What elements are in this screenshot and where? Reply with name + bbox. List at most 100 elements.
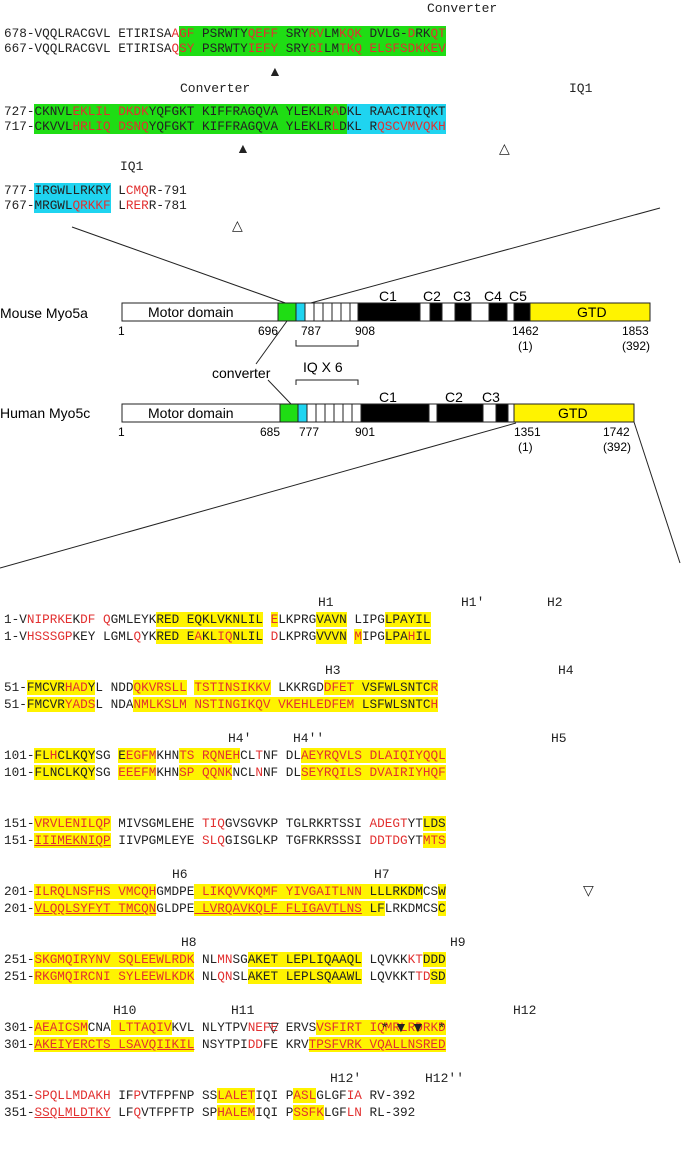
residue-segment: Y — [87, 680, 96, 695]
residue-segment: GLGF — [316, 1088, 347, 1103]
residue-segment: DD — [247, 1037, 263, 1052]
residue-segment: GML — [110, 629, 134, 644]
residue-segment: DLAIQIYQQL — [361, 748, 446, 763]
helix-label: H4′ — [228, 731, 252, 746]
residue-segment: TSTINSIKKV — [194, 680, 271, 695]
residue-segment: GI — [308, 41, 324, 56]
helix-label: H11 — [231, 1003, 255, 1018]
residue-segment — [347, 629, 355, 644]
residue-segment: AEAICSM — [34, 1020, 88, 1035]
helix-label: H9 — [450, 935, 466, 950]
residue-segment: LLL — [361, 884, 393, 899]
residue-segment: QT — [430, 26, 446, 41]
helix-label: H12′′ — [425, 1071, 465, 1086]
residue-segment: HRLIQ — [72, 119, 111, 134]
sequence-row: 51-FMCVRYADSL NDANMLKSLM NSTINGIKQV VKEH… — [4, 697, 439, 712]
residue-segment: HAD — [64, 680, 88, 695]
residue-segment: NEFE — [247, 1020, 279, 1035]
residue-segment: SRY — [278, 41, 309, 56]
human-c-label: C3 — [482, 389, 500, 405]
mouse-num: 1853 — [622, 324, 649, 338]
residue-segment: LKKRGD — [270, 680, 324, 695]
residue-segment: KHN — [156, 748, 180, 763]
residue-segment: YK — [141, 629, 157, 644]
helix-label: H12 — [513, 1003, 537, 1018]
open-down-triangle-marker: ▽ — [268, 1019, 279, 1035]
residue-segment: ADEGT — [361, 816, 408, 831]
residue-segment: YADS — [64, 697, 96, 712]
residue-segment: SSQLMLDTKY — [34, 1105, 111, 1120]
open-down-triangle-marker: ▽ — [583, 882, 594, 898]
residue-segment: ASL — [293, 1088, 317, 1103]
mouse-myo5a-label: Mouse Myo5a — [0, 305, 88, 321]
open-triangle-marker: △ — [499, 140, 510, 156]
residue-segment: QN — [217, 969, 233, 984]
mouse-num: (1) — [518, 339, 533, 353]
residue-segment: VVVN — [316, 629, 347, 644]
human-num: 1742 — [603, 425, 630, 439]
sequence-position: 251- — [4, 952, 35, 967]
residue-segment: KHN — [156, 765, 180, 780]
residue-segment: SQLEEWLRDK — [110, 952, 195, 967]
residue-segment: NSTINGIKQV — [186, 697, 271, 712]
residue-segment: IPG — [362, 629, 385, 644]
residue-segment: MIVSGML — [110, 816, 172, 831]
residue-segment: PSRWTY — [194, 41, 248, 56]
residue-segment: LPAYIL — [384, 612, 431, 627]
sequence-position: 767- — [4, 198, 35, 213]
residue-segment: SP — [179, 765, 195, 780]
residue-segment: GVSGVKP — [224, 816, 279, 831]
residue-segment: HSSSGP — [26, 629, 73, 644]
residue-segment: DSNQ — [110, 119, 149, 134]
sequence-row: 767-MRGWLQRKKF LRERR-781 — [4, 198, 187, 213]
residue-segment: IQI — [255, 1105, 279, 1120]
residue-segment: IPG — [361, 612, 385, 627]
residue-segment — [263, 612, 271, 627]
residue-segment: R — [430, 680, 439, 695]
residue-segment: R-781 — [148, 198, 187, 213]
residue-segment: H — [407, 629, 416, 644]
converter-pointer-label: converter — [212, 365, 271, 381]
sequence-position: 301- — [4, 1037, 35, 1052]
residue-segment — [263, 629, 271, 644]
human-myo5c-label: Human Myo5c — [0, 405, 90, 421]
residue-segment: NF DL — [262, 765, 302, 780]
residue-segment: RER — [125, 198, 149, 213]
helix-label: H10 — [113, 1003, 137, 1018]
residue-segment: YIVGAITLNN — [278, 884, 362, 899]
residue-segment: EEEFM — [118, 765, 157, 780]
residue-segment: H — [430, 697, 439, 712]
residue-segment: AEYRQVLS — [301, 748, 362, 763]
residue-segment: VMCQH — [110, 884, 157, 899]
iq1-label-b: IQ1 — [120, 159, 144, 174]
residue-segment: LPA — [384, 629, 408, 644]
residue-segment: D — [339, 119, 347, 134]
residue-segment: LF — [110, 1105, 134, 1120]
residue-segment: R-791 — [148, 183, 187, 198]
residue-segment: IIIMEKNIQP — [34, 833, 111, 848]
residue-segment: SG — [95, 765, 119, 780]
residue-segment: SEYRQILS — [301, 765, 362, 780]
residue-segment: NLIL — [232, 629, 263, 644]
residue-segment: GLDPE — [156, 901, 195, 916]
residue-segment: SYLEEWLKDK — [110, 969, 195, 984]
residue-segment: TGLRKRTSSI — [278, 816, 362, 831]
residue-segment: IRGWLLRKRY — [34, 183, 111, 198]
residue-segment: LQVKK — [361, 952, 408, 967]
residue-segment: CLKQY — [57, 748, 96, 763]
mouse-c-label: C3 — [453, 288, 471, 304]
residue-segment: RED E — [156, 629, 195, 644]
residue-segment: MRGWL — [34, 198, 73, 213]
residue-segment: NF DL — [262, 748, 302, 763]
sequence-row: 151-VRVLENILQP MIVSGMLEHE TIQGVSGVKP TGL… — [4, 816, 446, 831]
residue-segment: PSRWTY — [194, 26, 248, 41]
residue-segment: LTTAQIV — [110, 1020, 172, 1035]
residue-segment: LM — [323, 26, 340, 41]
residue-segment: AKET LEPLIQAAQL — [247, 952, 362, 967]
residue-segment: LN — [346, 1105, 362, 1120]
residue-segment: T — [255, 748, 263, 763]
residue-segment: QSCVMVQKH — [377, 119, 446, 134]
